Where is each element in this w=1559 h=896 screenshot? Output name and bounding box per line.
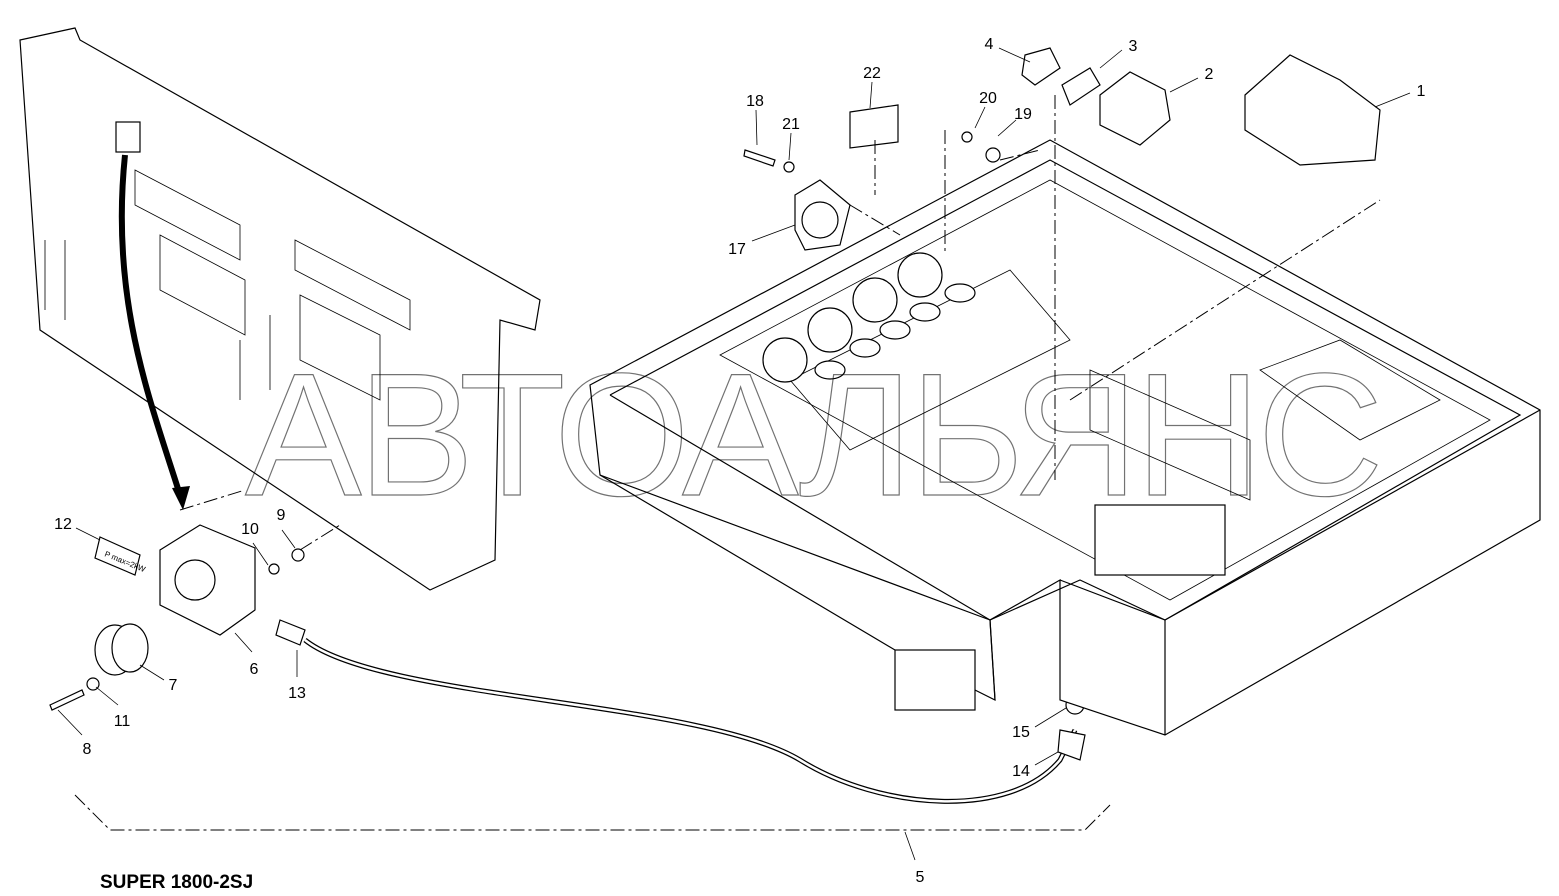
callout-leaders xyxy=(57,47,1411,861)
callout-18: 18 xyxy=(746,93,764,110)
callout-20: 20 xyxy=(979,90,997,107)
top-parts xyxy=(743,47,1381,251)
callout-21: 21 xyxy=(782,116,800,133)
callout-5: 5 xyxy=(916,869,925,886)
callout-15: 15 xyxy=(1012,724,1030,741)
panel-connector xyxy=(115,121,190,510)
socket-assembly: P max=2kW xyxy=(49,524,306,711)
callout-12: 12 xyxy=(54,516,72,533)
callout-11: 11 xyxy=(114,713,131,730)
callout-3: 3 xyxy=(1129,38,1138,55)
callout-22: 22 xyxy=(863,65,881,82)
callout-10: 10 xyxy=(241,521,259,538)
callout-6: 6 xyxy=(250,661,259,678)
callout-1: 1 xyxy=(1417,83,1426,100)
callout-8: 8 xyxy=(83,741,92,758)
model-title: SUPER 1800-2SJ xyxy=(100,872,253,893)
callout-14: 14 xyxy=(1012,763,1030,780)
callout-4: 4 xyxy=(985,36,994,53)
callout-19: 19 xyxy=(1014,106,1032,123)
control-box xyxy=(589,139,1541,736)
mounting-panel xyxy=(19,27,541,591)
callout-9: 9 xyxy=(277,507,286,524)
assembly-line xyxy=(74,95,1381,831)
callout-7: 7 xyxy=(169,677,178,694)
watermark: АВТОАЛЬЯНС xyxy=(245,338,1380,533)
callout-17: 17 xyxy=(728,241,746,258)
callout-13: 13 xyxy=(288,685,306,702)
callout-2: 2 xyxy=(1205,66,1214,83)
